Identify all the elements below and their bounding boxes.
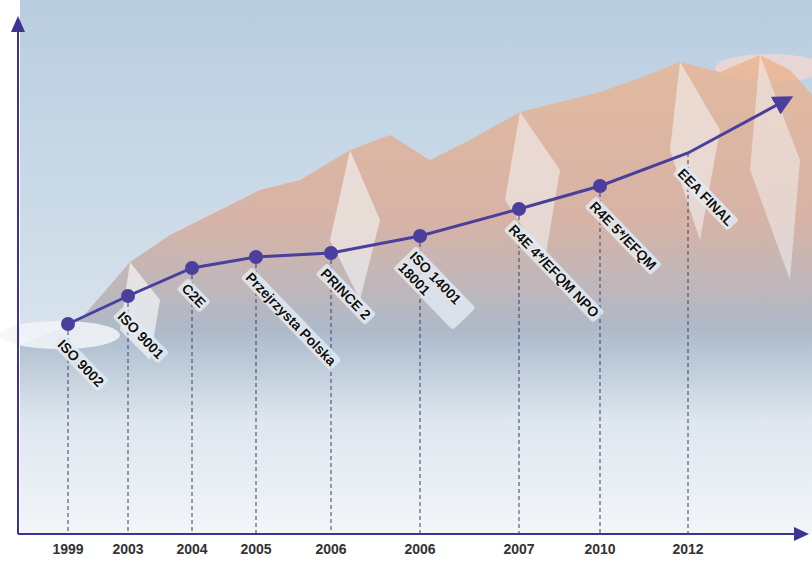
- snow-field: [750, 55, 800, 280]
- year-label: 2006: [404, 541, 435, 557]
- x-axis: [18, 533, 798, 535]
- year-label: 2004: [176, 541, 207, 557]
- year-label: 2007: [503, 541, 534, 557]
- milestone-dot: [185, 261, 199, 275]
- milestone-dot: [61, 317, 75, 331]
- milestone-label: R4E 4*/EFQM NPO: [503, 219, 604, 323]
- drop-line: [192, 268, 193, 533]
- axis-arrowhead: [794, 527, 809, 541]
- year-label: 2012: [672, 541, 703, 557]
- sky: [20, 0, 812, 534]
- milestone-dot: [249, 250, 263, 264]
- year-label: 2006: [315, 541, 346, 557]
- milestone-label: ISO 9001: [112, 306, 169, 364]
- milestone-dot: [512, 202, 526, 216]
- cloud-layer: [20, 330, 812, 534]
- year-label: 1999: [52, 541, 83, 557]
- drop-line: [600, 186, 601, 533]
- milestone-label: R4E 5*/EFQM: [584, 196, 661, 275]
- drop-line: [331, 253, 332, 533]
- milestone-dot: [593, 179, 607, 193]
- year-label: 2010: [584, 541, 615, 557]
- milestone-label: C2E: [176, 278, 211, 313]
- mountain: [20, 55, 812, 534]
- drop-line: [256, 257, 257, 533]
- drop-line: [688, 153, 689, 533]
- milestone-dot: [413, 229, 427, 243]
- milestone-label: EEA FINAL: [672, 163, 739, 231]
- year-label: 2003: [112, 541, 143, 557]
- milestone-dot: [121, 289, 135, 303]
- y-axis: [17, 30, 19, 534]
- milestone-label: ISO 9002: [52, 334, 109, 392]
- drop-line: [519, 209, 520, 533]
- axis-arrowhead: [11, 16, 25, 32]
- milestone-dots: [61, 179, 607, 331]
- milestone-label: ISO 14001 18001: [393, 246, 476, 330]
- milestone-dot: [324, 246, 338, 260]
- milestone-label: PRINCE 2: [315, 263, 376, 325]
- year-label: 2005: [240, 541, 271, 557]
- drop-lines: [68, 153, 688, 533]
